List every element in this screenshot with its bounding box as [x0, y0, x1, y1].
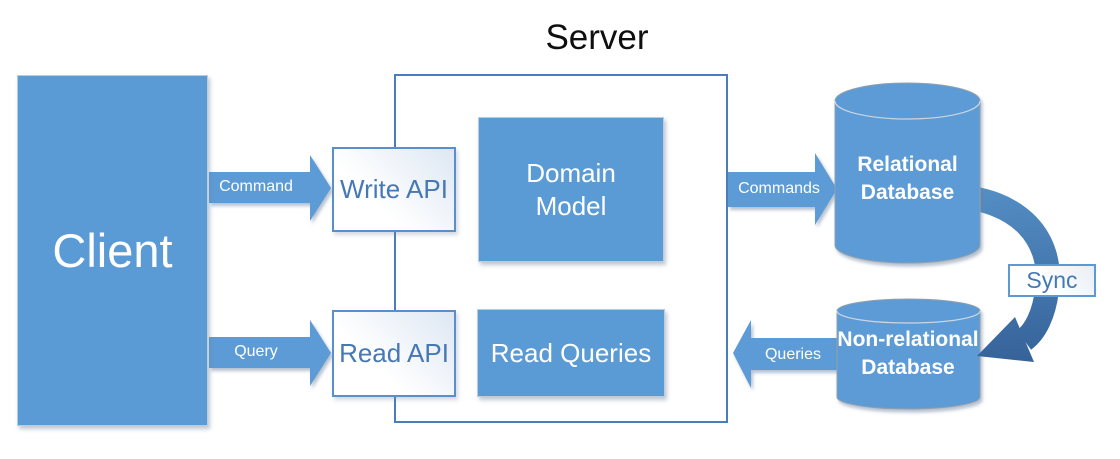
read-api-box: Read API	[332, 310, 456, 397]
domain-model-label: Domain Model	[526, 157, 616, 221]
non-relational-database-label: Non-relational Database	[837, 328, 979, 379]
server-title: Server	[545, 18, 649, 57]
sync-label-box: Sync	[1008, 264, 1096, 297]
write-api-box: Write API	[332, 147, 456, 232]
read-queries-box: Read Queries	[477, 309, 665, 397]
domain-model-box: Domain Model	[478, 117, 664, 262]
client-label: Client	[52, 224, 173, 277]
read-queries-label: Read Queries	[490, 337, 652, 368]
queries-arrow-label: Queries	[764, 346, 822, 363]
client-box: Client	[17, 75, 208, 426]
write-api-label: Write API	[340, 174, 448, 204]
relational-database-rim	[834, 100, 981, 120]
query-arrow-label: Query	[234, 343, 278, 360]
commands-arrow-label: Commands	[738, 180, 820, 197]
server-boundary	[394, 74, 728, 423]
non-relational-database-rim	[836, 310, 981, 324]
command-arrow-label: Command	[219, 178, 293, 195]
relational-database-label: Relational Database	[857, 153, 958, 204]
sync-label: Sync	[1026, 267, 1078, 293]
read-api-label: Read API	[339, 338, 449, 368]
